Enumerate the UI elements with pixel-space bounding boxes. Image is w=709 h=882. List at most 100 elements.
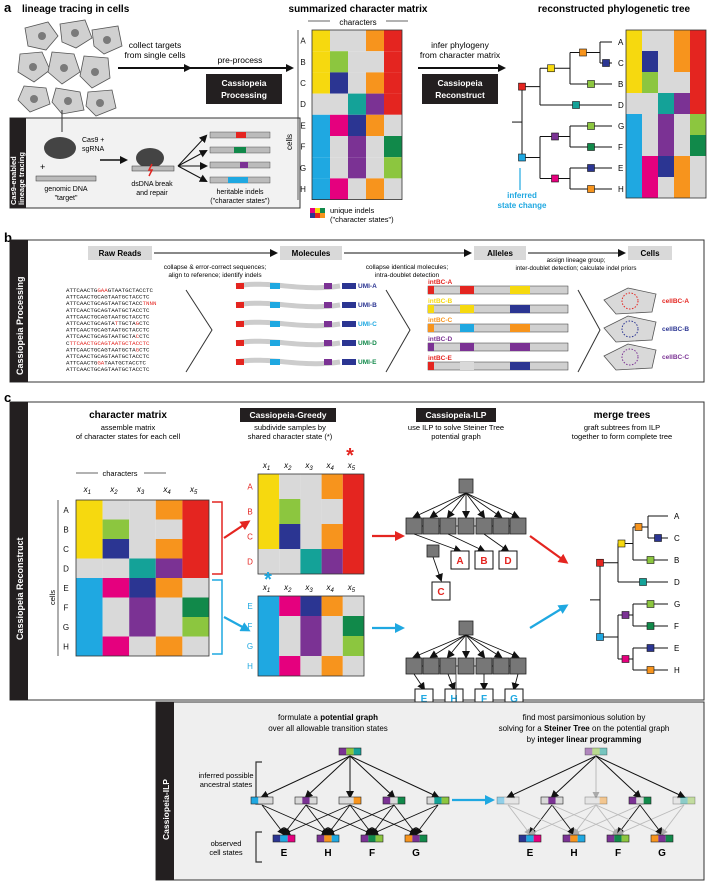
red-star: *: [346, 445, 354, 467]
panel-b-side-text: Cassiopeia Processing: [15, 276, 25, 375]
row-label: C: [300, 79, 306, 88]
matrix-cell: [155, 539, 183, 559]
state-chip: [533, 835, 541, 842]
matrix-cell: [76, 500, 103, 520]
state-chip: [680, 797, 688, 804]
matrix-cell: [258, 636, 280, 656]
cas9-side-bar: [10, 118, 26, 208]
greedy-box: [240, 408, 336, 422]
matrix-border: [257, 473, 365, 575]
state-chip: [346, 797, 354, 804]
state-chip: [412, 835, 420, 842]
matrix-cell: [76, 578, 103, 598]
matrix-cell: [102, 500, 130, 520]
step3-2: inter-doublet detection; calculate indel…: [515, 265, 636, 272]
matrix-cell: [366, 136, 384, 158]
state-chip: [258, 797, 266, 804]
tree-leaf: H: [674, 666, 680, 675]
matrix-cell: [76, 558, 103, 578]
tree-leaf: B: [618, 80, 623, 89]
row-label: F: [64, 603, 69, 612]
inferred-states-1: inferred possible: [198, 771, 253, 780]
matrix-cell: [674, 177, 690, 198]
matrix-cell: [642, 51, 658, 72]
dsdna-2: and repair: [136, 190, 168, 197]
matrix-cell: [182, 539, 209, 559]
state-chip: [405, 835, 413, 842]
tree-node: [617, 539, 626, 548]
observed-leaf-label: E: [527, 848, 534, 859]
tree-node: [646, 644, 655, 652]
matrix-cell: [76, 539, 103, 559]
matrix-title: summarized character matrix: [289, 4, 428, 15]
st-title-1: find most parsimonious solution by: [523, 713, 646, 722]
ilp-inset-side: [156, 702, 174, 880]
matrix-cell: [102, 558, 130, 578]
matrix-cell: [321, 499, 343, 524]
matrix-cell: [690, 135, 706, 156]
matrix-cell: [330, 30, 348, 52]
state-chip: [331, 835, 339, 842]
potential-node: [492, 517, 510, 535]
step1-1: collapse & error-correct sequences;: [164, 264, 267, 271]
inferred-states-2: ancestral states: [200, 780, 253, 789]
tree-node: [596, 558, 604, 567]
row-label: B: [247, 508, 252, 517]
x-label: x3: [136, 485, 145, 496]
read-line: ATTCAACTGCAGTAATGCTACCTC: [66, 333, 150, 340]
matrix-cell: [626, 93, 642, 114]
row-label: E: [63, 584, 68, 593]
matrix-cell: [300, 549, 322, 574]
read-line: CTTCAACTGCAGTAATGCTACCTC: [66, 340, 150, 347]
matrix-cell: [129, 636, 156, 656]
matrix-cell: [642, 156, 658, 177]
dsdna-1: dsDNA break: [131, 181, 173, 188]
matrix-cell: [258, 499, 280, 524]
cas9-side-2: lineage tracing: [17, 152, 26, 205]
tree-node: [646, 666, 655, 674]
matrix-characters: characters: [339, 18, 376, 27]
state-chip: [317, 835, 325, 842]
matrix-cell: [348, 51, 366, 73]
raw-reads: ATTCAACTGGAAGTAATGCTACCTCATTCAACTGCAGTAA…: [66, 287, 157, 373]
potential-node: [439, 657, 457, 675]
state-chip: [361, 835, 369, 842]
stage-labels: [88, 246, 672, 260]
step2-2: intra-doublet detection: [375, 272, 440, 279]
row-label: H: [300, 185, 306, 194]
plus-sign: +: [40, 162, 45, 172]
state-chip: [280, 835, 288, 842]
matrix-cell: [384, 51, 402, 73]
intbc-label: intBC-A: [428, 279, 452, 286]
umi-label: UMI-C: [358, 321, 377, 328]
ilp-leaf-label: H: [450, 694, 457, 705]
cell-nuclei: [29, 29, 111, 107]
state-chip: [541, 797, 549, 804]
matrix-cell: [658, 114, 674, 135]
state-chip: [441, 797, 449, 804]
matrix-cell: [76, 597, 103, 617]
matrix-cell: [366, 178, 384, 200]
umi-label: UMI-A: [358, 283, 377, 290]
molecules-bracket: [385, 289, 411, 373]
state-chip: [511, 797, 519, 804]
matrix-cell: [102, 597, 130, 617]
potential-node: [457, 517, 475, 535]
matrix-cell: [102, 519, 130, 539]
pg-title-1: formulate a potential graph: [278, 713, 378, 722]
state-chip: [599, 797, 607, 804]
matrix-cell: [674, 114, 690, 135]
alleles-bracket: [577, 289, 601, 373]
matrix-cell: [690, 114, 706, 135]
x-label: x4: [326, 461, 335, 472]
x-label: x3: [304, 461, 313, 472]
row-label: D: [300, 100, 306, 109]
potential-node: [405, 517, 423, 535]
greedy-sub-1: subdivide samples by: [254, 423, 326, 432]
allele-bar: [427, 361, 569, 371]
matrix-cell: [348, 157, 366, 179]
state-chip: [599, 748, 607, 755]
